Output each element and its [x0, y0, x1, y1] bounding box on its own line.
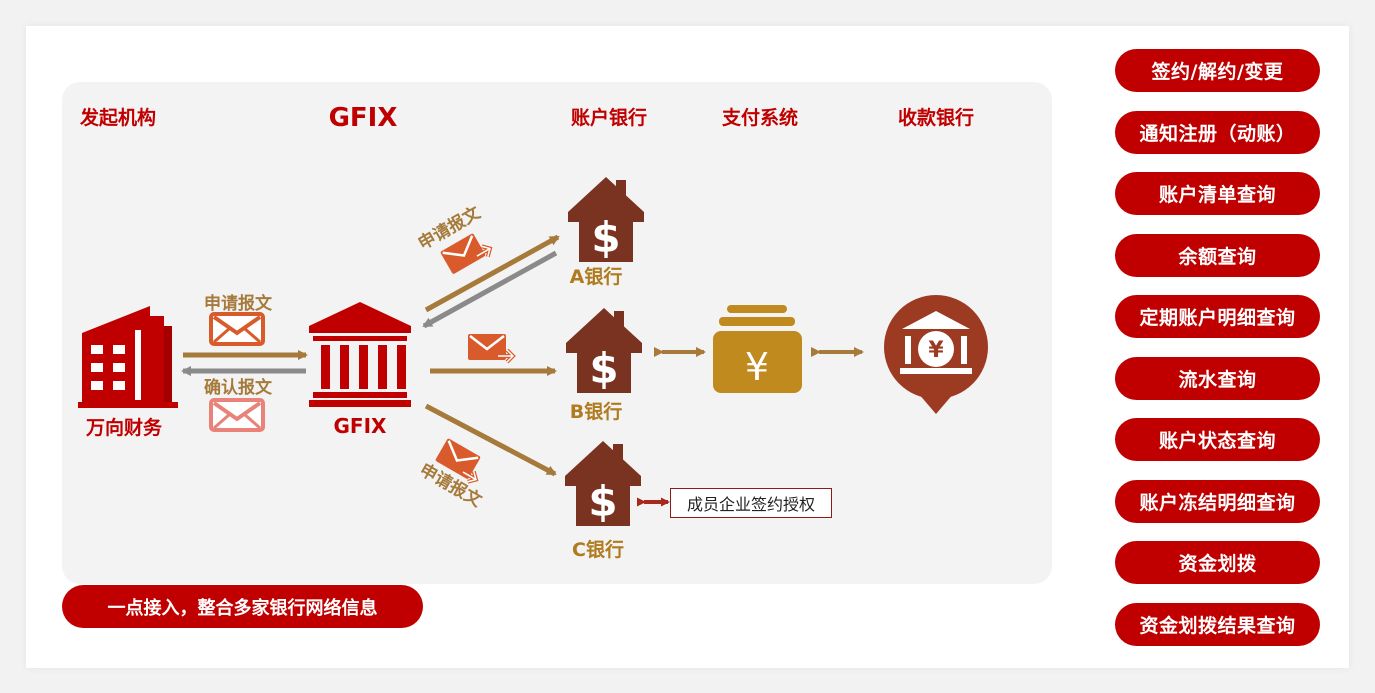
bank-b-label: B银行 — [570, 400, 622, 423]
svg-text:¥: ¥ — [745, 345, 769, 389]
service-pill[interactable]: 流水查询 — [1115, 357, 1320, 400]
header-account-bank: 账户银行 — [571, 106, 647, 129]
bank-c-icon — [565, 441, 641, 526]
bank-a-label: A银行 — [570, 265, 623, 288]
header-receiving-bank: 收款银行 — [898, 106, 974, 129]
confirm-message-label: 确认报文 — [204, 377, 273, 398]
send-envelope-icon-b — [466, 332, 515, 364]
tagline-pill: 一点接入，整合多家银行网络信息 — [62, 585, 423, 628]
bank-a-icon — [568, 177, 644, 262]
confirm-envelope-icon — [209, 398, 265, 432]
service-pill[interactable]: 定期账户明细查询 — [1115, 295, 1320, 338]
header-originator: 发起机构 — [79, 106, 156, 129]
receiving-bank-icon: ¥ — [884, 295, 988, 414]
arrow-from-bank-a — [422, 250, 558, 329]
payment-system-icon: ¥ — [713, 305, 802, 393]
office-building-icon — [78, 306, 178, 408]
header-payment-system: 支付系统 — [721, 106, 798, 129]
header-gfix: GFIX — [329, 103, 398, 133]
gfix-label: GFIX — [334, 414, 388, 438]
arrow-to-bank-c — [424, 403, 557, 477]
service-pill[interactable]: 签约/解约/变更 — [1115, 49, 1320, 92]
arrow-to-bank-a — [424, 234, 560, 313]
service-pill[interactable]: 资金划拨结果查询 — [1115, 603, 1320, 646]
bank-b-icon — [566, 308, 642, 393]
bank-c-label: C银行 — [572, 538, 624, 561]
service-pill[interactable]: 账户冻结明细查询 — [1115, 480, 1320, 523]
request-envelope-icon — [209, 312, 265, 346]
member-authorization-box: 成员企业签约授权 — [670, 488, 832, 518]
svg-text:¥: ¥ — [928, 338, 944, 363]
service-pill[interactable]: 通知注册（动账） — [1115, 111, 1320, 154]
request-message-label: 申请报文 — [204, 293, 273, 314]
service-pill[interactable]: 账户状态查询 — [1115, 418, 1320, 461]
gfix-bank-icon — [309, 302, 411, 407]
company-label: 万向财务 — [85, 416, 163, 439]
service-pill[interactable]: 账户清单查询 — [1115, 172, 1320, 215]
service-pill[interactable]: 资金划拨 — [1115, 541, 1320, 584]
service-pill[interactable]: 余额查询 — [1115, 234, 1320, 277]
